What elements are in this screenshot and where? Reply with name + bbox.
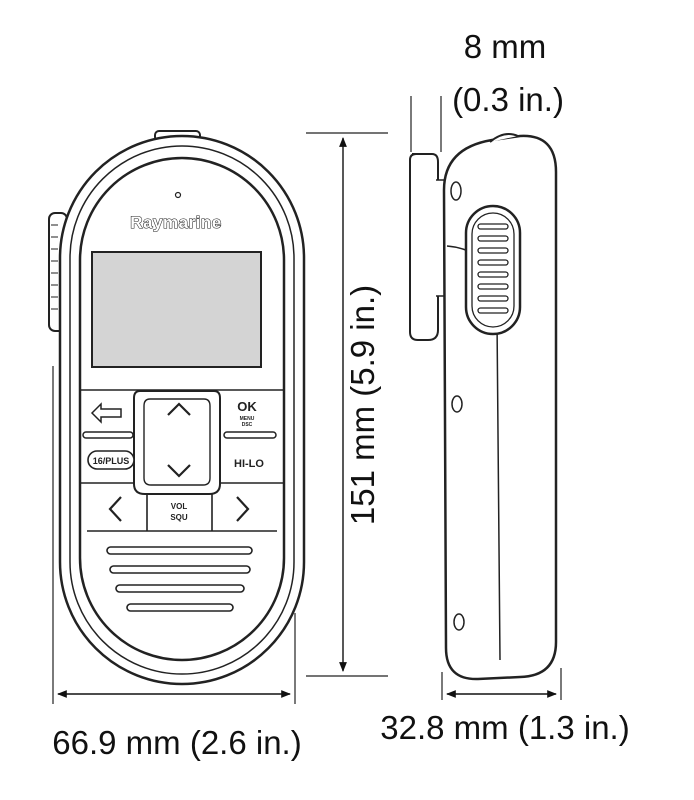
side-port-3 <box>453 613 465 631</box>
brand-logo: Raymarine <box>130 213 221 232</box>
left-indicator-bar <box>82 431 134 439</box>
depth-label: 32.8 mm (1.3 in.) <box>380 709 629 746</box>
height-label: 151 mm (5.9 in.) <box>344 285 381 525</box>
width-label: 66.9 mm (2.6 in.) <box>52 724 301 761</box>
back-arrow-icon <box>90 402 122 424</box>
back-button[interactable] <box>90 402 122 424</box>
squ-label: SQU <box>170 513 188 522</box>
grip-ridges <box>477 223 509 314</box>
display-screen <box>91 251 262 368</box>
side-view <box>409 133 558 681</box>
clip-dimension: 8 mm (0.3 in.) <box>410 28 564 152</box>
side-view-grip-inner <box>471 212 515 328</box>
dsc-label: DSC <box>242 422 253 428</box>
mic-hole <box>174 191 182 199</box>
dpad-up-button[interactable] <box>167 402 191 416</box>
front-view: Raymarine 16/PLUS <box>48 130 306 686</box>
chevron-up-icon <box>167 402 191 416</box>
right-button[interactable] <box>236 496 250 522</box>
belt-clip <box>409 153 439 341</box>
channel-16-plus-outline <box>87 450 135 470</box>
dpad-inner <box>143 398 211 486</box>
chevron-down-icon <box>167 464 191 478</box>
speaker-grille <box>106 546 253 612</box>
hi-lo-label: HI-LO <box>234 458 264 470</box>
height-dimension: 151 mm (5.9 in.) <box>306 132 388 677</box>
menu-label: MENU <box>240 416 255 422</box>
depth-dimension: 32.8 mm (1.3 in.) <box>380 668 630 746</box>
left-button[interactable] <box>108 496 122 522</box>
width-dimension: 66.9 mm (2.6 in.) <box>52 366 302 761</box>
clip-label-inches: (0.3 in.) <box>452 81 564 118</box>
vol-label: VOL <box>171 502 188 511</box>
vol-squ-button[interactable]: VOL SQU <box>170 502 188 522</box>
hi-lo-button[interactable]: HI-LO <box>234 458 264 470</box>
side-top-bump <box>489 133 519 143</box>
inner-shell <box>69 145 295 675</box>
chevron-right-icon <box>236 496 250 522</box>
channel-16-plus-label: 16/PLUS <box>93 456 130 466</box>
dpad-down-button[interactable] <box>167 464 191 478</box>
ok-label: OK <box>237 399 257 414</box>
chevron-left-icon <box>108 496 122 522</box>
side-port-1 <box>450 181 462 201</box>
clip-label: 8 mm <box>464 28 547 65</box>
channel-16-plus-button[interactable]: 16/PLUS <box>87 450 135 470</box>
right-indicator-bar <box>223 431 277 439</box>
ok-button[interactable]: OK MENU DSC <box>237 399 257 428</box>
dpad-frame <box>133 390 221 495</box>
side-port-2 <box>451 395 463 413</box>
